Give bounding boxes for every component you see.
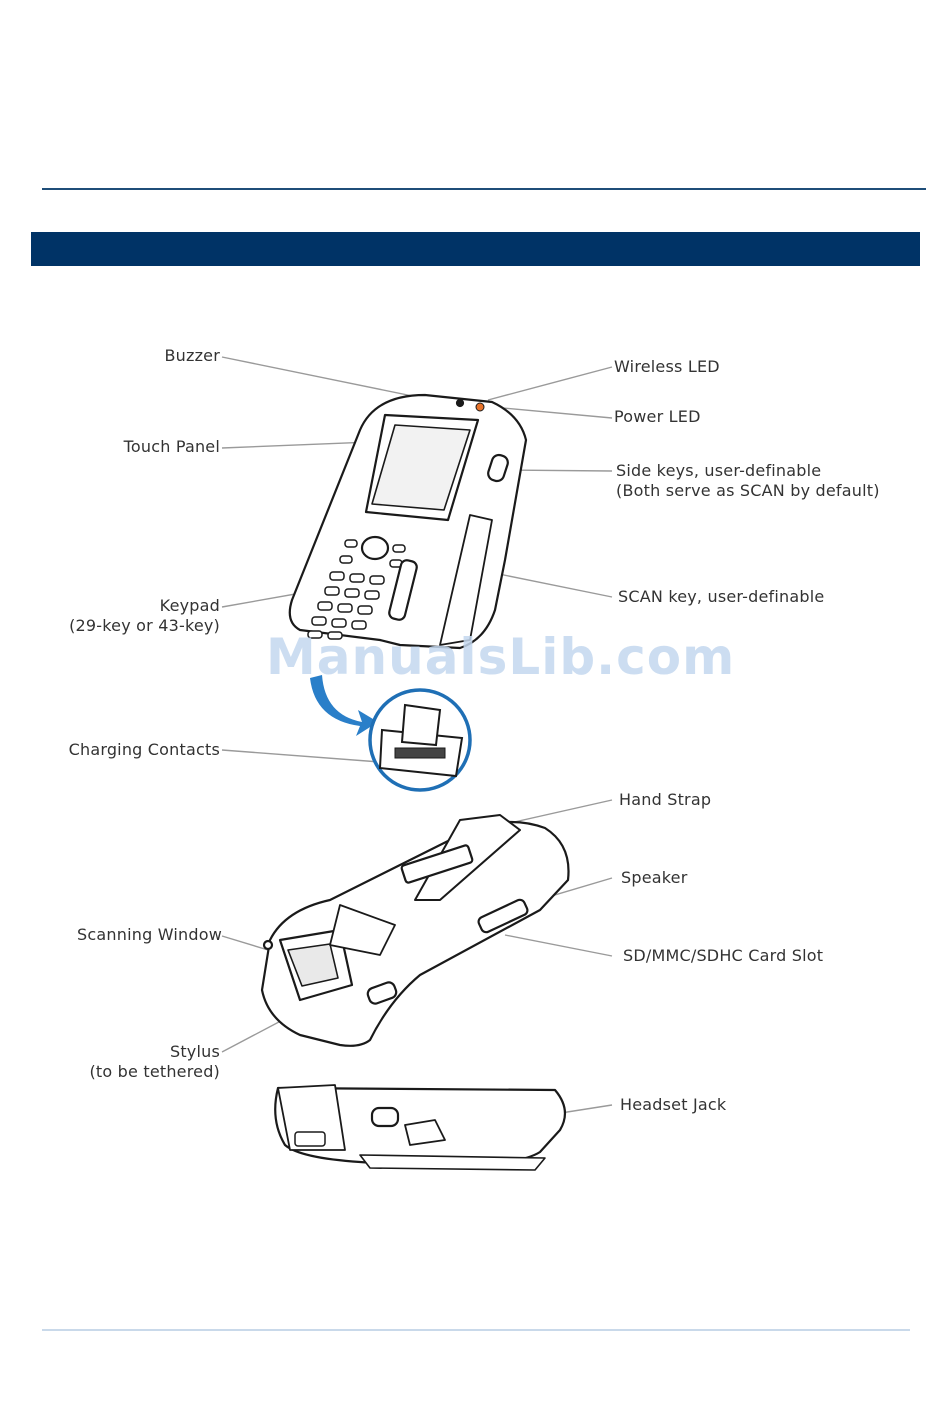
label-touch-panel: Touch Panel	[80, 437, 220, 457]
device-back-body	[262, 822, 569, 1046]
device-side-strap	[360, 1155, 545, 1170]
device-led	[476, 403, 484, 411]
label-speaker: Speaker	[621, 868, 687, 888]
callout-scanning-window	[222, 936, 268, 950]
label-charging-contacts: Charging Contacts	[30, 740, 220, 760]
label-sd-slot: SD/MMC/SDHC Card Slot	[623, 946, 823, 966]
zoom-circle	[370, 690, 470, 790]
label-wireless-led: Wireless LED	[614, 357, 720, 377]
label-keypad-variants: (29-key or 43-key)	[30, 616, 220, 636]
device-side-view	[275, 1085, 565, 1170]
label-side-keys-default: (Both serve as SCAN by default)	[616, 481, 880, 501]
callout-charging-contacts	[222, 750, 380, 762]
label-stylus: Stylus	[100, 1042, 220, 1062]
label-scanning-window: Scanning Window	[40, 925, 222, 945]
device-stylus-holder	[264, 941, 272, 949]
label-buzzer: Buzzer	[120, 346, 220, 366]
device-nav-pad	[362, 537, 388, 559]
label-scan-key: SCAN key, user-definable	[618, 587, 824, 607]
device-front-view	[290, 395, 526, 648]
callout-sd-slot	[505, 935, 612, 956]
label-keypad: Keypad	[40, 596, 220, 616]
callout-buzzer	[222, 357, 432, 400]
callout-wireless-led	[488, 367, 612, 400]
watermark-text: ManualsLib.com	[266, 628, 735, 686]
label-power-led: Power LED	[614, 407, 701, 427]
label-hand-strap: Hand Strap	[619, 790, 711, 810]
device-side-port	[295, 1132, 325, 1146]
device-buzzer-hole	[457, 400, 463, 406]
device-side-key-2	[372, 1108, 398, 1126]
label-headset-jack: Headset Jack	[620, 1095, 726, 1115]
label-stylus-tethered: (to be tethered)	[60, 1062, 220, 1082]
label-side-keys: Side keys, user-definable	[616, 461, 821, 481]
device-back-view	[262, 815, 569, 1046]
